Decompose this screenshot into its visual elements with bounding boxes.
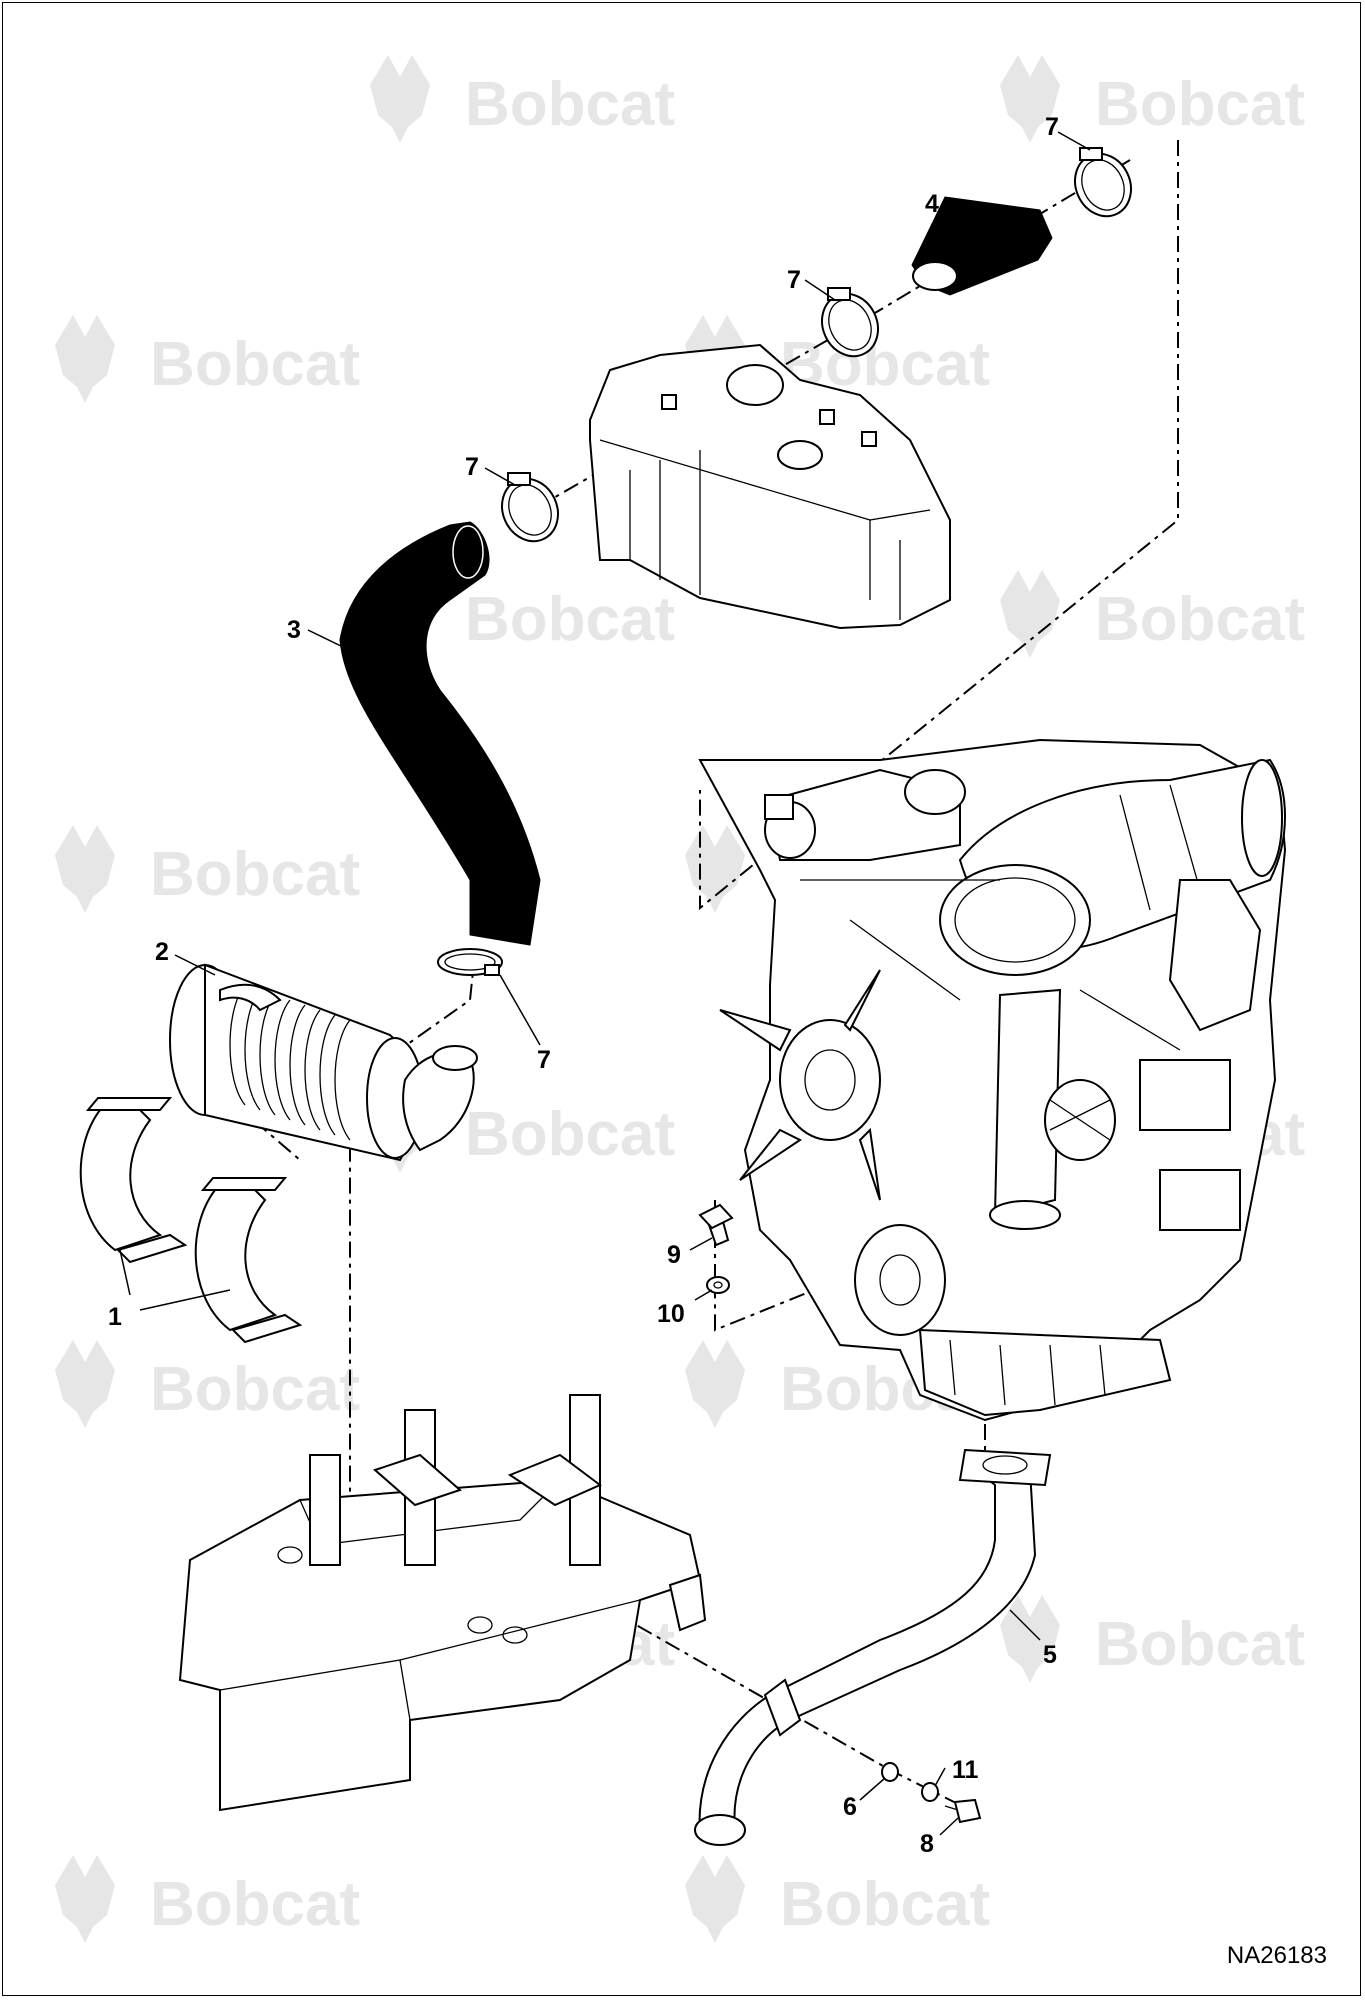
part-8-bolt <box>944 1798 982 1824</box>
hose-clamp <box>1074 147 1132 218</box>
callout-4: 4 <box>925 190 939 218</box>
part-10-washer <box>706 1276 730 1294</box>
part-6-washer <box>881 1762 899 1782</box>
watermark: Bobcat <box>685 1855 990 1943</box>
hose-clamp <box>437 948 503 976</box>
svg-text:Bobcat: Bobcat <box>465 70 675 139</box>
radiator-assembly <box>589 343 951 630</box>
part-4-hose <box>911 196 1053 296</box>
callout-7: 7 <box>537 1046 551 1074</box>
svg-text:Bobcat: Bobcat <box>1095 70 1305 139</box>
watermark: Bobcat <box>1000 1595 1305 1683</box>
svg-text:Bobcat: Bobcat <box>1095 585 1305 654</box>
watermark-layer: Bobcat Bobcat Bobcat Bobcat Bobcat Bobca… <box>55 55 1305 1943</box>
part-3-hose <box>339 521 541 946</box>
hose-clamp <box>821 287 879 358</box>
callout-2: 2 <box>155 938 169 966</box>
watermark: Bobcat <box>55 315 360 403</box>
part-11-washer <box>921 1782 939 1802</box>
watermark: Bobcat <box>370 1085 675 1173</box>
watermark: Bobcat <box>55 1340 360 1428</box>
leader-lines <box>119 131 1091 1836</box>
callout-labels: 7 4 7 7 3 2 7 1 9 10 5 6 11 8 <box>108 113 1059 1858</box>
watermark: Bobcat <box>370 55 675 143</box>
watermark: Bobcat <box>1000 55 1305 143</box>
svg-text:Bobcat: Bobcat <box>465 1100 675 1169</box>
svg-text:Bobcat: Bobcat <box>150 840 360 909</box>
callout-5: 5 <box>1043 1641 1057 1669</box>
callout-1: 1 <box>108 1303 122 1331</box>
callout-8: 8 <box>920 1830 934 1858</box>
svg-text:Bobcat: Bobcat <box>150 330 360 399</box>
part-1-mounting-band <box>79 1097 303 1344</box>
svg-text:Bobcat: Bobcat <box>1095 1610 1305 1679</box>
callout-11: 11 <box>952 1756 979 1784</box>
watermark: Bobcat <box>55 825 360 913</box>
part-9-bolt <box>698 1203 734 1247</box>
engine-assembly <box>698 738 1287 1422</box>
watermark: Bobcat <box>1000 570 1305 658</box>
callout-10: 10 <box>657 1300 685 1328</box>
watermark: Bobcat <box>55 1855 360 1943</box>
svg-text:Bobcat: Bobcat <box>150 1870 360 1939</box>
callout-3: 3 <box>287 616 301 644</box>
svg-text:Bobcat: Bobcat <box>150 1355 360 1424</box>
svg-text:Bobcat: Bobcat <box>780 1870 990 1939</box>
figure-id: NA26183 <box>1226 1942 1327 1969</box>
callout-7: 7 <box>465 453 479 481</box>
callout-6: 6 <box>843 1793 857 1821</box>
callout-7: 7 <box>1045 113 1059 141</box>
hose-clamp <box>501 472 559 543</box>
callout-7: 7 <box>787 266 801 294</box>
callout-9: 9 <box>667 1241 681 1269</box>
part-2-air-cleaner <box>169 963 478 1162</box>
machine-frame <box>178 1394 707 1812</box>
part-5-exhaust-pipe <box>694 1448 1052 1846</box>
svg-text:Bobcat: Bobcat <box>465 585 675 654</box>
watermark: Bobcat <box>370 570 675 658</box>
